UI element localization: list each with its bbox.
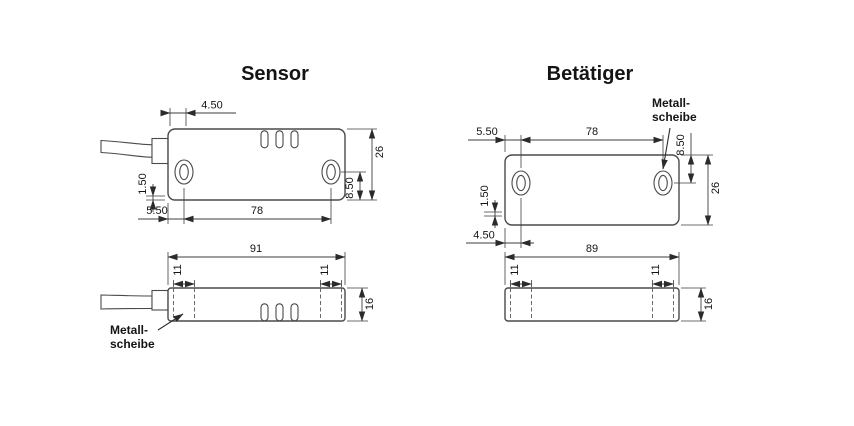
sensor-body-side <box>167 287 346 322</box>
vent-slot <box>275 303 284 322</box>
dimension-offset-top: 4.50 <box>160 100 236 126</box>
dimension-washer-dia-right: 11 <box>319 264 342 288</box>
dim-actuator-height: 26 <box>710 182 722 194</box>
mounting-hole-right <box>653 170 673 196</box>
dimension-washer-offset: 1.50 <box>137 173 165 212</box>
dim-actuator-hole-spacing: 78 <box>586 126 598 138</box>
vent-slots <box>260 130 299 149</box>
cable <box>100 139 153 158</box>
vent-slot <box>260 130 269 149</box>
vent-slot <box>290 130 299 149</box>
dim-sensor-hole-offset: 8.50 <box>344 177 356 198</box>
dim-sensor-washer-dia-right: 11 <box>319 264 331 275</box>
actuator-body <box>504 154 680 226</box>
dim-sensor-hole-spacing: 78 <box>251 205 263 217</box>
cable-gland <box>151 137 169 165</box>
dim-actuator-offset-bottom: 4.50 <box>473 230 494 242</box>
dim-actuator-washer-offset: 1.50 <box>479 185 491 206</box>
vent-slot <box>290 303 299 322</box>
dim-sensor-offset-top: 4.50 <box>201 100 222 112</box>
dimension-edge-to-hole: 5.50 <box>138 203 199 224</box>
dimension-washer-dia-left: 11 <box>509 264 532 288</box>
dimension-thickness: 16 <box>347 287 376 322</box>
sensor-body <box>167 128 346 201</box>
dimension-offset-bottom: 4.50 <box>466 198 534 248</box>
dim-actuator-washer-dia-right: 11 <box>650 264 662 275</box>
dimension-washer-dia-right: 11 <box>650 264 674 288</box>
dim-actuator-hole-offset: 8.50 <box>675 134 687 155</box>
label-line: scheibe <box>652 110 697 125</box>
vent-slots <box>260 303 299 322</box>
dimension-length: 91 <box>167 243 346 285</box>
sensor-top-view: 4.50 5.50 78 26 8.50 <box>100 100 386 224</box>
sensor-title: Sensor <box>241 63 309 85</box>
cable-gland <box>151 289 169 311</box>
actuator-metal-washer-label: Metall- scheibe <box>652 96 697 125</box>
dim-sensor-edge-to-hole: 5.50 <box>146 205 167 217</box>
mounting-hole-right <box>321 159 341 185</box>
label-line: Metall- <box>110 323 149 337</box>
sensor-side-view: 91 11 11 16 <box>100 243 376 331</box>
dim-sensor-washer-offset: 1.50 <box>137 173 149 194</box>
dim-actuator-edge-to-hole: 5.50 <box>476 126 497 138</box>
washer-leader-arrow <box>661 127 671 170</box>
dim-sensor-height: 26 <box>374 146 386 158</box>
mounting-hole-left <box>174 159 194 185</box>
actuator-top-view: 5.50 78 8.50 26 1.50 <box>466 126 722 248</box>
actuator-body-side <box>504 287 680 322</box>
dim-sensor-length: 91 <box>250 243 262 255</box>
dimension-hole-spacing: 78 <box>183 188 332 224</box>
dim-sensor-washer-dia-left: 11 <box>172 264 184 275</box>
label-line: Metall- <box>652 96 691 110</box>
cable <box>100 294 153 310</box>
dimension-length: 89 <box>504 243 680 285</box>
dimension-washer-dia-left: 11 <box>172 264 195 288</box>
mounting-hole-left <box>511 170 531 196</box>
actuator-title: Betätiger <box>546 63 634 85</box>
washer-leader-arrow <box>157 313 184 331</box>
dimension-washer-offset: 1.50 <box>479 185 502 228</box>
vent-slot <box>260 303 269 322</box>
vent-slot <box>275 130 284 149</box>
dimension-hole-offset: 8.50 <box>341 171 366 201</box>
dimension-height: 26 <box>681 154 722 226</box>
dimension-thickness: 16 <box>681 287 715 322</box>
dim-sensor-thickness: 16 <box>364 298 376 310</box>
label-line: scheibe <box>110 337 155 352</box>
sensor-metal-washer-label: Metall- scheibe <box>110 323 155 352</box>
dim-actuator-length: 89 <box>586 243 598 255</box>
dim-actuator-thickness: 16 <box>703 298 715 310</box>
dim-actuator-washer-dia-left: 11 <box>509 264 521 275</box>
dimension-hole-offset: 8.50 <box>674 133 713 184</box>
actuator-side-view: 89 11 11 16 <box>504 243 715 322</box>
